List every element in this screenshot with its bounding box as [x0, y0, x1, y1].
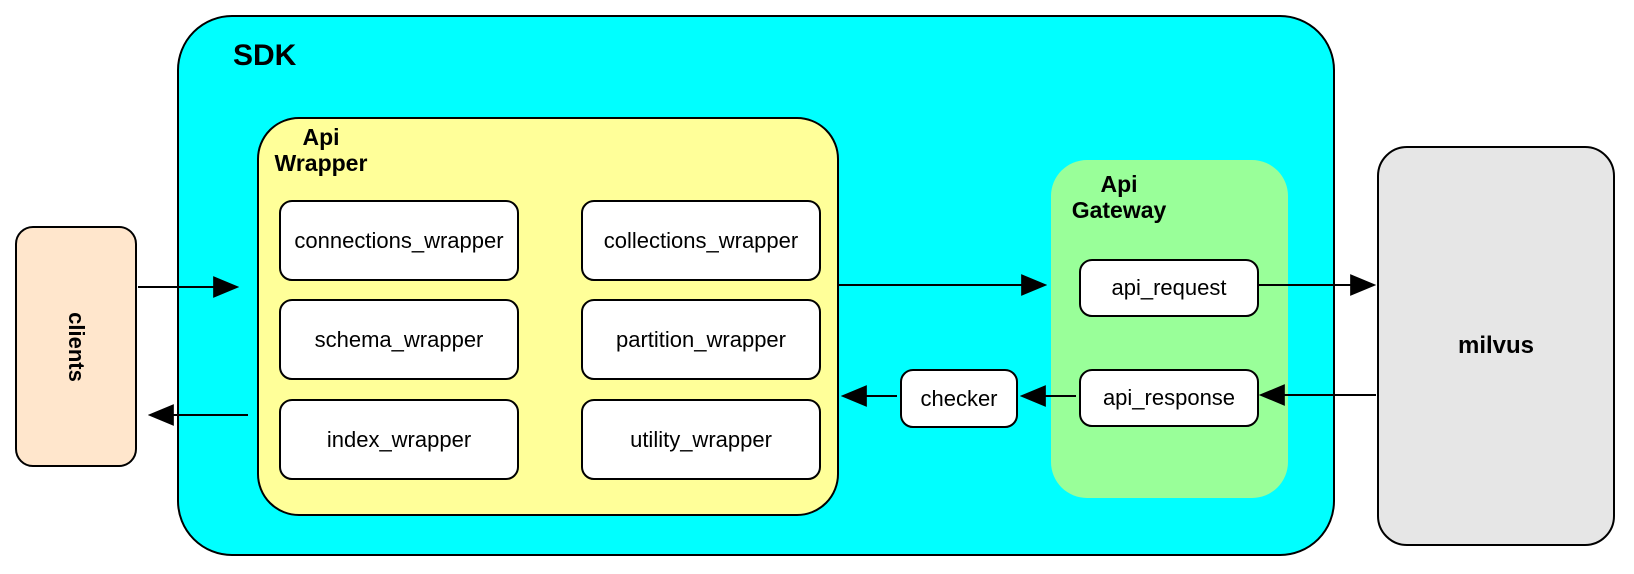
- api-gateway-label-line1: Api: [1100, 171, 1138, 197]
- sdk-container: SDK Api Wrapper connections_wrapper coll…: [177, 15, 1335, 556]
- node-connections-wrapper: connections_wrapper: [279, 200, 519, 281]
- api-wrapper-label-line2: Wrapper: [274, 149, 368, 176]
- api-wrapper-label-line1: Api: [302, 124, 340, 150]
- node-checker: checker: [900, 369, 1018, 428]
- node-schema-wrapper: schema_wrapper: [279, 299, 519, 380]
- api-gateway-label: Api Gateway: [1065, 171, 1173, 224]
- clients-node: clients: [15, 226, 137, 467]
- api-wrapper-label: Api Wrapper: [263, 124, 379, 177]
- milvus-node: milvus: [1377, 146, 1615, 546]
- sdk-label: SDK: [233, 39, 297, 72]
- api-gateway-container: Api Gateway api_request api_response: [1051, 160, 1288, 498]
- clients-label: clients: [63, 311, 89, 382]
- node-index-wrapper: index_wrapper: [279, 399, 519, 480]
- node-partition-wrapper: partition_wrapper: [581, 299, 821, 380]
- api-gateway-label-line2: Gateway: [1071, 196, 1167, 223]
- node-api-response: api_response: [1079, 369, 1259, 427]
- node-api-request: api_request: [1079, 259, 1259, 317]
- api-wrapper-container: Api Wrapper connections_wrapper collecti…: [257, 117, 839, 516]
- node-collections-wrapper: collections_wrapper: [581, 200, 821, 281]
- node-utility-wrapper: utility_wrapper: [581, 399, 821, 480]
